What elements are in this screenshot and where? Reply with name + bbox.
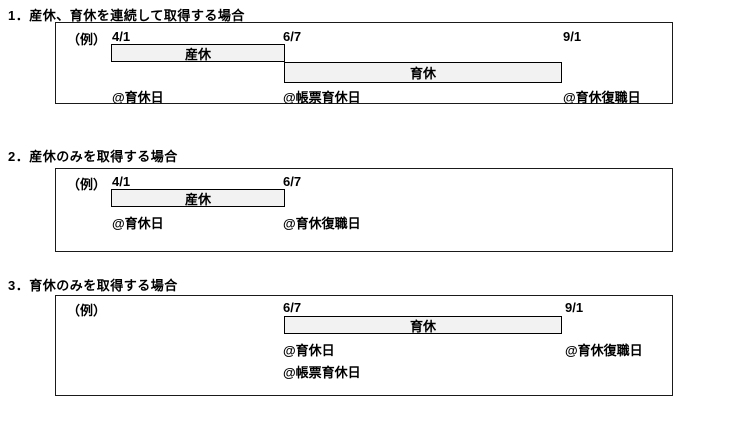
annotation-report-ikukyu-date: @帳票育休日 — [283, 365, 361, 380]
section-3-example-box: （例） 6/7 9/1 育休 @育休日 @帳票育休日 @育休復職日 — [55, 295, 673, 396]
section-2-example-box: （例） 4/1 6/7 産休 @育休日 @育休復職日 — [55, 168, 673, 252]
date-label-mid: 6/7 — [283, 29, 302, 44]
date-label-start: 4/1 — [112, 174, 131, 189]
date-label-end: 9/1 — [563, 29, 582, 44]
example-label: （例） — [67, 303, 107, 318]
annotation-return-date: @育休復職日 — [565, 343, 643, 358]
date-label-start: 4/1 — [112, 29, 131, 44]
childcare-leave-bar: 育休 — [284, 316, 562, 334]
example-label: （例） — [67, 177, 107, 192]
annotation-return-date: @育休復職日 — [283, 216, 361, 231]
maternity-leave-bar: 産休 — [111, 44, 285, 62]
annotation-ikukyu-date: @育休日 — [112, 90, 164, 105]
section-3-title: 3．育休のみを取得する場合 — [8, 278, 178, 293]
date-label-end: 9/1 — [565, 300, 584, 315]
section-1-example-box: （例） 4/1 6/7 9/1 産休 育休 @育休日 @帳票育休日 @育休復職日 — [55, 22, 673, 105]
annotation-ikukyu-date: @育休日 — [283, 343, 335, 358]
example-label: （例） — [67, 32, 107, 47]
annotation-report-ikukyu-date: @帳票育休日 — [283, 90, 361, 105]
annotation-return-date: @育休復職日 — [563, 90, 641, 105]
annotation-ikukyu-date: @育休日 — [112, 216, 164, 231]
childcare-leave-bar: 育休 — [284, 62, 562, 83]
maternity-leave-bar: 産休 — [111, 189, 285, 207]
section-2-title: 2．産休のみを取得する場合 — [8, 149, 178, 164]
section-1-title: 1．産休、育休を連続して取得する場合 — [8, 8, 245, 23]
date-label-start: 6/7 — [283, 300, 302, 315]
date-label-end: 6/7 — [283, 174, 302, 189]
